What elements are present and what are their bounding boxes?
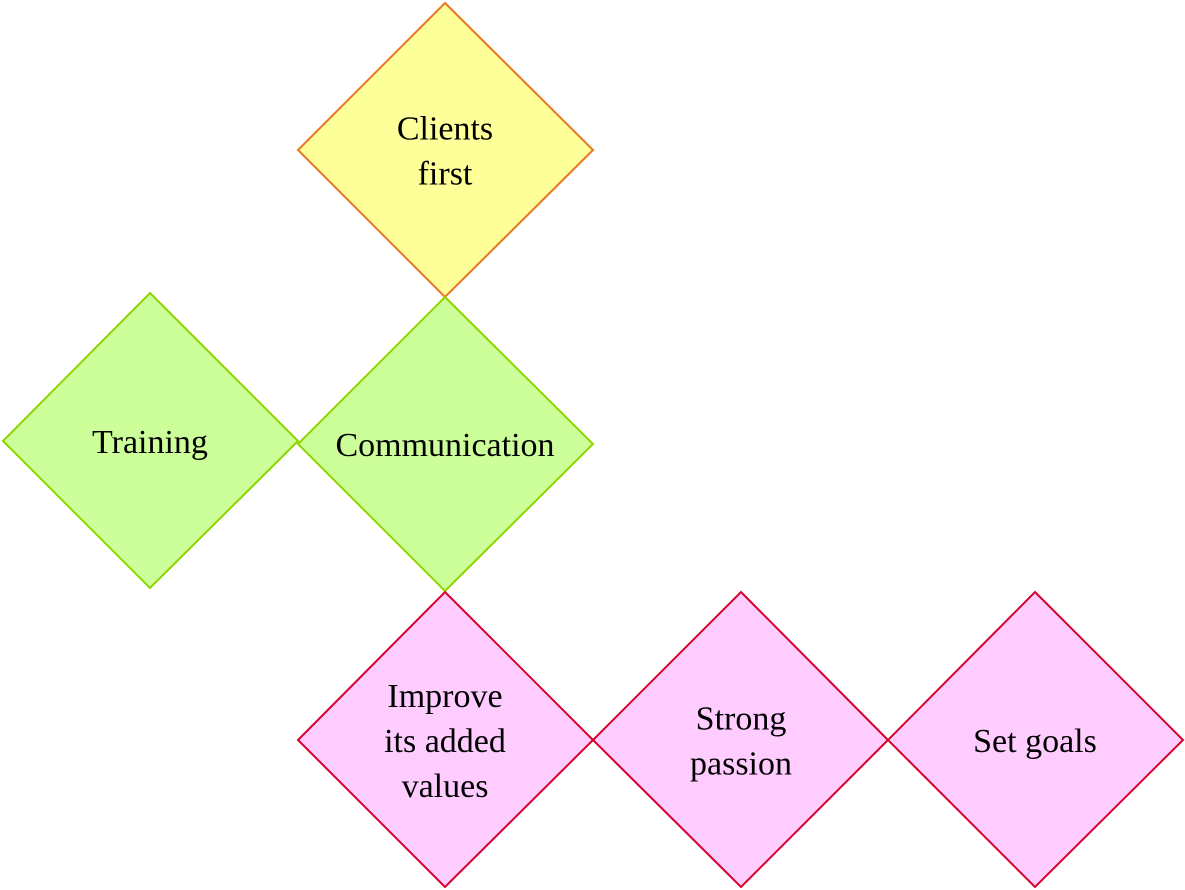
diamond-strong-passion-shape <box>591 590 890 889</box>
diamond-communication-label: Communication <box>335 427 554 464</box>
diamond-set-goals-label-line: Set goals <box>973 723 1097 760</box>
diamond-clients-first-label-line: first <box>418 156 473 193</box>
diamond-improve-added-values-label: Improve its added values <box>384 678 506 805</box>
diamond-set-goals-shape <box>886 590 1185 889</box>
diamond-improve-added-values: Improve its added values <box>296 590 595 889</box>
diamond-clients-first: Clients first <box>296 1 595 299</box>
diamond-strong-passion-label: Strong passion <box>690 701 792 783</box>
diamond-strong-passion-label-line: passion <box>690 746 792 783</box>
diamond-clients-first-label-line: Clients <box>397 111 493 148</box>
diamond-set-goals: Set goals <box>886 590 1185 889</box>
diamond-training: Training <box>1 291 300 590</box>
diamond-set-goals-label: Set goals <box>973 723 1097 760</box>
diamond-improve-added-values-shape <box>296 590 595 889</box>
diamond-improve-added-values-label-line: its added <box>384 723 506 760</box>
diamond-communication: Communication <box>296 295 595 593</box>
diamond-improve-added-values-label-line: Improve <box>387 678 502 715</box>
diamond-strong-passion: Strong passion <box>591 590 890 889</box>
diamond-improve-added-values-label-line: values <box>402 768 489 805</box>
diamond-training-shape <box>1 291 300 590</box>
diamond-communication-label-line: Communication <box>335 427 554 464</box>
diamond-clients-first-shape <box>296 1 595 299</box>
diamond-clients-first-label: Clients first <box>397 111 493 193</box>
diamond-training-label-line: Training <box>92 424 208 461</box>
diamond-training-label: Training <box>92 424 208 461</box>
diamond-strong-passion-label-line: Strong <box>696 701 787 738</box>
